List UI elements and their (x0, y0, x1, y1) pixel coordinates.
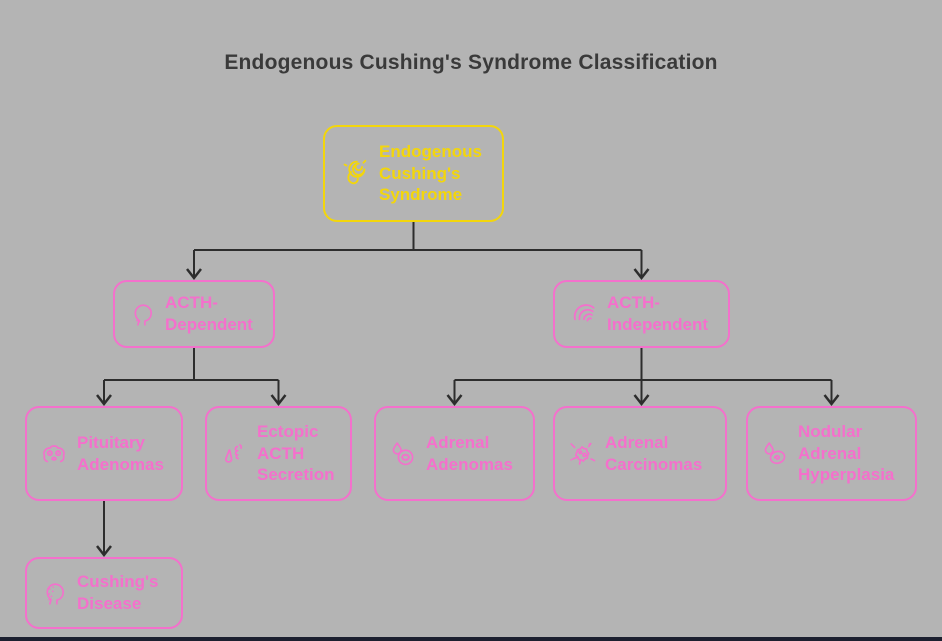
gland-layers-icon (567, 298, 599, 330)
node-ectopic-acth-secretion: Ectopic ACTH Secretion (205, 406, 352, 501)
node-label: Adrenal Adenomas (426, 432, 513, 474)
node-label: ACTH-Independent (607, 293, 709, 334)
node-label: Adrenal Carcinomas (605, 432, 703, 474)
node-adrenal-carcinomas: Adrenal Carcinomas (553, 406, 727, 501)
diagram-title: Endogenous Cushing's Syndrome Classifica… (224, 51, 718, 74)
cancer-cell-icon (567, 439, 597, 469)
node-nodular-adrenal-hyperplasia: Nodular Adrenal Hyperplasia (746, 406, 917, 501)
node-adrenal-adenomas: Adrenal Adenomas (374, 406, 535, 501)
node-label: Ectopic ACTH Secretion (257, 421, 335, 485)
adrenal-swirl-icon (337, 157, 371, 191)
droplet-nodule-icon (760, 439, 790, 469)
node-acth-independent: ACTH-Independent (553, 280, 730, 348)
node-label: Cushing's Disease (77, 572, 159, 613)
node-cushings-disease: Cushing's Disease (25, 557, 183, 629)
pituitary-gland-icon (39, 439, 69, 469)
ectopic-lungs-icon (219, 439, 249, 469)
head-profile-icon (127, 299, 157, 329)
droplet-cell-icon (388, 439, 418, 469)
node-label: ACTH-Dependent (165, 293, 253, 334)
bottom-edge-bar (0, 637, 942, 641)
node-label: Nodular Adrenal Hyperplasia (798, 421, 895, 485)
node-pituitary-adenomas: Pituitary Adenomas (25, 406, 183, 501)
node-label: Pituitary Adenomas (77, 432, 164, 474)
node-acth-dependent: ACTH-Dependent (113, 280, 275, 348)
node-label: Endogenous Cushing's Syndrome (379, 141, 482, 205)
face-spots-icon (39, 578, 69, 608)
node-endogenous-cushings-syndrome: Endogenous Cushing's Syndrome (323, 125, 504, 222)
